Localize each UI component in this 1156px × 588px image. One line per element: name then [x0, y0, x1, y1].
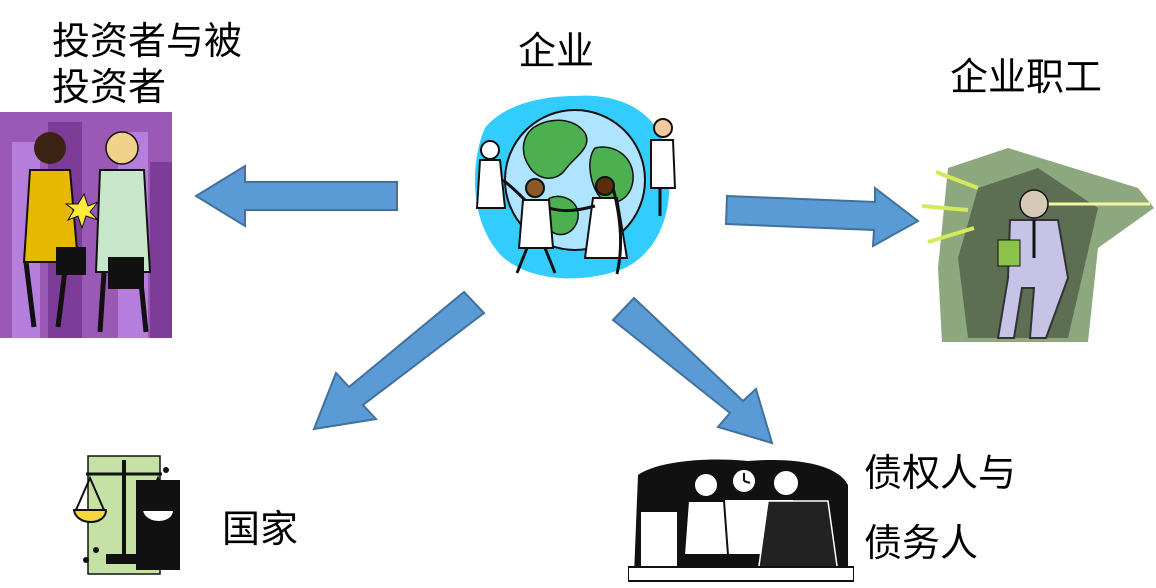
arrow-to-state [312, 290, 486, 431]
justice-scales-icon [66, 450, 184, 580]
arrow-to-investors [194, 164, 398, 228]
creditors-label-line1: 债权人与 [864, 451, 1017, 495]
bank-counter-icon [628, 455, 854, 585]
investors-label-line2: 投资者 [52, 65, 167, 109]
investors-label-line1: 投资者与被 [52, 19, 243, 63]
creditors-label-line2: 债务人 [864, 521, 979, 565]
state-label: 国家 [222, 507, 299, 551]
globe-children-icon [455, 88, 685, 293]
employees-label: 企业职工 [950, 55, 1103, 99]
businessman-running-icon [918, 148, 1154, 342]
arrow-to-creditors [611, 296, 774, 445]
center-label: 企业 [518, 29, 595, 73]
arrow-to-employees [724, 185, 920, 248]
handshake-businesspeople-icon [0, 112, 172, 338]
